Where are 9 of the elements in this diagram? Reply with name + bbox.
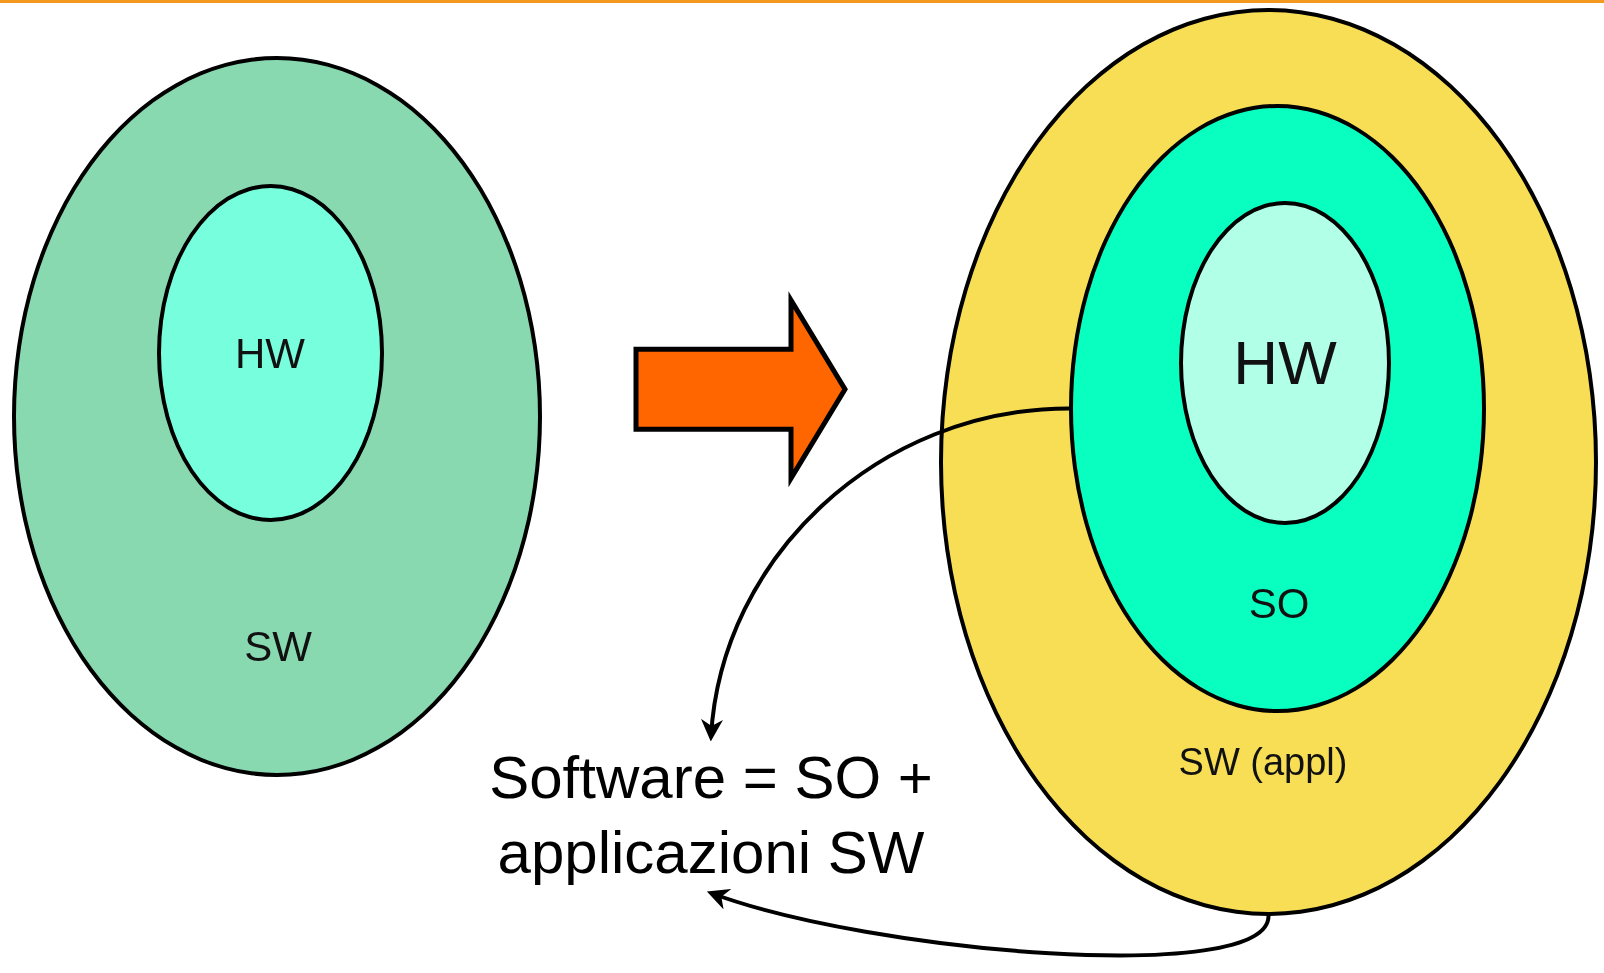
equation-text: Software = SO + applicazioni SW <box>391 740 1031 890</box>
layer-label: SO <box>1248 580 1310 628</box>
curved-arrow <box>702 406 1070 742</box>
layer-label: HW <box>235 330 305 378</box>
curved-arrow <box>706 887 1271 958</box>
layer-label: SW <box>244 623 312 671</box>
layer-label: SW (appl) <box>1178 740 1348 784</box>
block-arrow <box>633 291 848 488</box>
layer-label: HW <box>1233 326 1337 398</box>
